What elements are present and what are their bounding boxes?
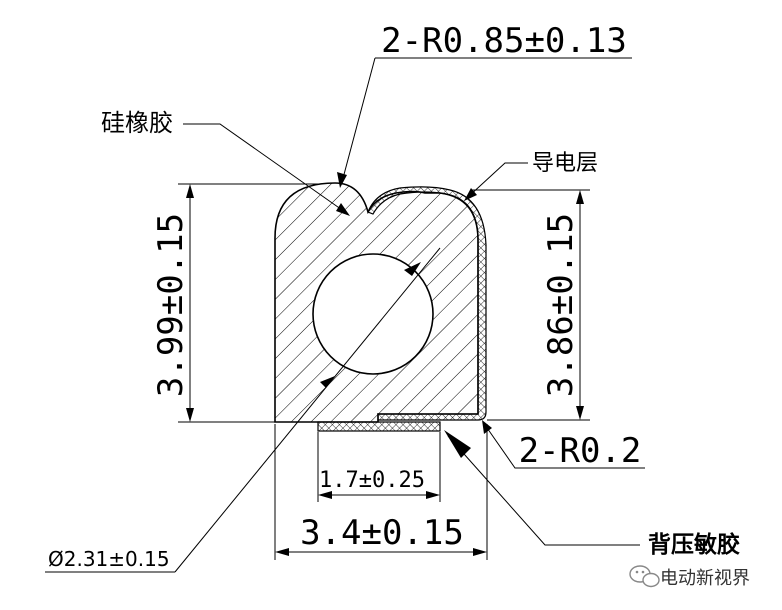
watermark: 电动新视界 [629,565,750,589]
callout-bottom-radius: 2-R0.2 [482,420,645,471]
wechat-icon [629,565,660,588]
adhesive-width-text: 1.7±0.25 [319,468,425,493]
callout-top-radius: 2-R0.85±0.13 [337,21,632,188]
total-width-text: 3.4±0.15 [300,513,464,553]
conductive-layer-label: 导电层 [532,151,598,176]
total-height-text: 3.99±0.15 [151,213,191,397]
right-height-text: 3.86±0.15 [541,213,581,397]
top-radius-text: 2-R0.85±0.13 [381,21,627,61]
silicone-rubber-label: 硅橡胶 [101,109,173,137]
pressure-adhesive-strip [317,421,441,432]
dimension-total-width: 3.4±0.15 [274,424,488,560]
watermark-text: 电动新视界 [660,568,750,589]
conductive-layer [367,186,487,421]
callout-hole-diameter: Ø2.31±0.15 [45,247,441,573]
bottom-radius-text: 2-R0.2 [519,431,642,471]
callout-pressure-adhesive: 背压敏胶 [444,430,740,558]
hole-diameter-text: Ø2.31±0.15 [48,547,170,571]
dimension-total-height: 3.99±0.15 [151,183,320,422]
callout-conductive-layer: 导电层 [464,151,598,201]
hollow-core [312,253,434,375]
dimension-adhesive-width: 1.7±0.25 [317,432,441,502]
callout-silicone-rubber: 硅橡胶 [101,109,350,216]
dimension-right-height: 3.86±0.15 [470,189,590,421]
pressure-adhesive-label: 背压敏胶 [648,531,740,558]
